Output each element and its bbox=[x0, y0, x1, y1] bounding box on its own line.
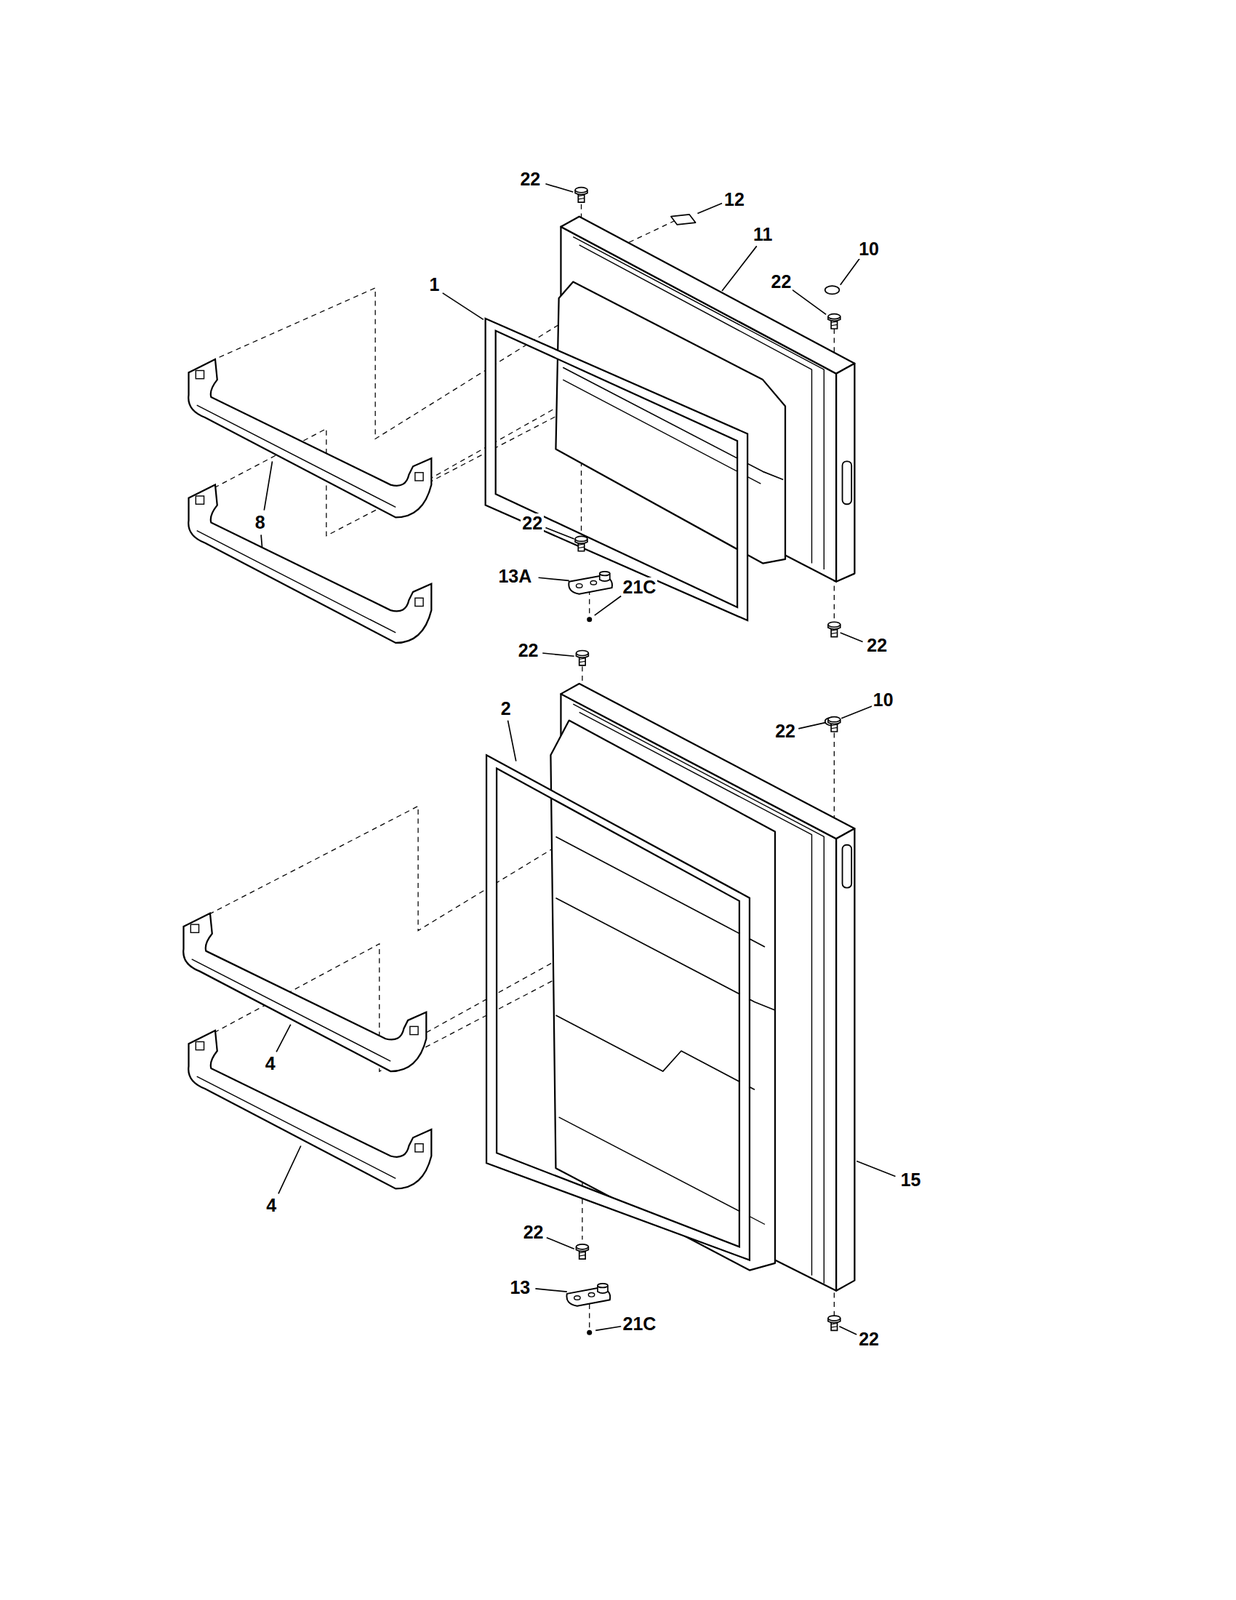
clip-dot bbox=[586, 616, 592, 622]
assembly-line bbox=[219, 287, 560, 440]
leader-line bbox=[839, 1326, 857, 1335]
leader-line bbox=[545, 527, 574, 539]
door-liner bbox=[555, 281, 786, 563]
hinge-pin bbox=[828, 1315, 841, 1330]
hinge-pin bbox=[575, 1243, 589, 1259]
hinge-screw bbox=[575, 187, 588, 203]
liner-ledge bbox=[559, 1116, 765, 1224]
leader-line bbox=[261, 534, 262, 547]
callout-number: 22 bbox=[520, 513, 544, 533]
callout-number: 22 bbox=[865, 635, 889, 656]
hinge-pin bbox=[575, 535, 588, 551]
leader-line bbox=[535, 1288, 567, 1292]
liner-ledge bbox=[562, 367, 784, 480]
callout-number: 13A bbox=[496, 566, 533, 587]
callout-number: 22 bbox=[522, 1222, 546, 1242]
callout-number: 21C bbox=[621, 577, 658, 597]
leader-line bbox=[840, 258, 861, 285]
leader-line bbox=[798, 721, 826, 728]
leader-line bbox=[721, 245, 757, 291]
leader-line bbox=[278, 1145, 302, 1194]
door-shelf bbox=[183, 913, 427, 1071]
hinge-pin bbox=[828, 621, 841, 637]
door-gasket bbox=[486, 754, 750, 1260]
hinge-screw bbox=[828, 716, 841, 732]
callout-number: 22 bbox=[769, 271, 794, 292]
callout-number: 22 bbox=[773, 721, 797, 741]
callout-number: 22 bbox=[857, 1329, 881, 1349]
callout-number: 12 bbox=[722, 189, 746, 210]
callout-number: 8 bbox=[253, 512, 267, 533]
door-handle bbox=[842, 844, 853, 888]
leader-line bbox=[276, 1024, 291, 1053]
leader-line bbox=[697, 202, 722, 214]
door-shelf bbox=[188, 1030, 432, 1189]
door-shelf bbox=[188, 484, 432, 643]
callout-number: 4 bbox=[264, 1195, 278, 1215]
freezer-door bbox=[555, 214, 855, 582]
callout-number: 22 bbox=[518, 169, 542, 190]
door-side bbox=[836, 363, 855, 582]
hinge-screw bbox=[828, 314, 841, 329]
leader-line bbox=[538, 577, 570, 581]
hinge-axis bbox=[588, 1303, 590, 1329]
door-shelf bbox=[188, 359, 432, 517]
assembly-lines bbox=[209, 204, 835, 1329]
leader-line bbox=[508, 720, 517, 762]
plug-button bbox=[825, 285, 840, 294]
door-gasket bbox=[485, 318, 748, 621]
callout-number: 21C bbox=[621, 1313, 658, 1334]
callout-number: 1 bbox=[428, 274, 442, 295]
hinge-axis bbox=[588, 589, 590, 616]
callout-number: 22 bbox=[516, 640, 541, 661]
callout-number: 15 bbox=[899, 1169, 923, 1190]
leader-line bbox=[442, 293, 484, 320]
hinge-bracket bbox=[566, 1283, 611, 1306]
leader-line bbox=[840, 632, 864, 642]
callout-number: 2 bbox=[499, 698, 513, 719]
leader-line bbox=[594, 595, 621, 616]
clip-dot bbox=[586, 1329, 592, 1335]
leader-line bbox=[841, 705, 872, 719]
hinge-screw bbox=[575, 650, 589, 666]
assembly-line bbox=[209, 805, 560, 930]
leader-line bbox=[546, 1237, 575, 1249]
liner-ledge bbox=[555, 1014, 755, 1090]
door-handle bbox=[842, 460, 853, 504]
leader-lines bbox=[261, 183, 896, 1335]
callout-number: 13 bbox=[508, 1277, 532, 1298]
callout-number: 10 bbox=[857, 239, 881, 259]
leader-line bbox=[263, 460, 272, 510]
door-side bbox=[836, 828, 855, 1290]
leader-line bbox=[595, 1326, 621, 1331]
leader-line bbox=[856, 1161, 896, 1177]
leader-line bbox=[792, 290, 826, 315]
hinge-bracket bbox=[568, 571, 613, 595]
leader-line bbox=[542, 652, 574, 656]
leader-line bbox=[545, 183, 573, 192]
callout-number: 10 bbox=[871, 689, 896, 710]
label-plate bbox=[671, 214, 696, 225]
callout-number: 11 bbox=[751, 224, 774, 245]
callout-number: 4 bbox=[263, 1053, 278, 1074]
